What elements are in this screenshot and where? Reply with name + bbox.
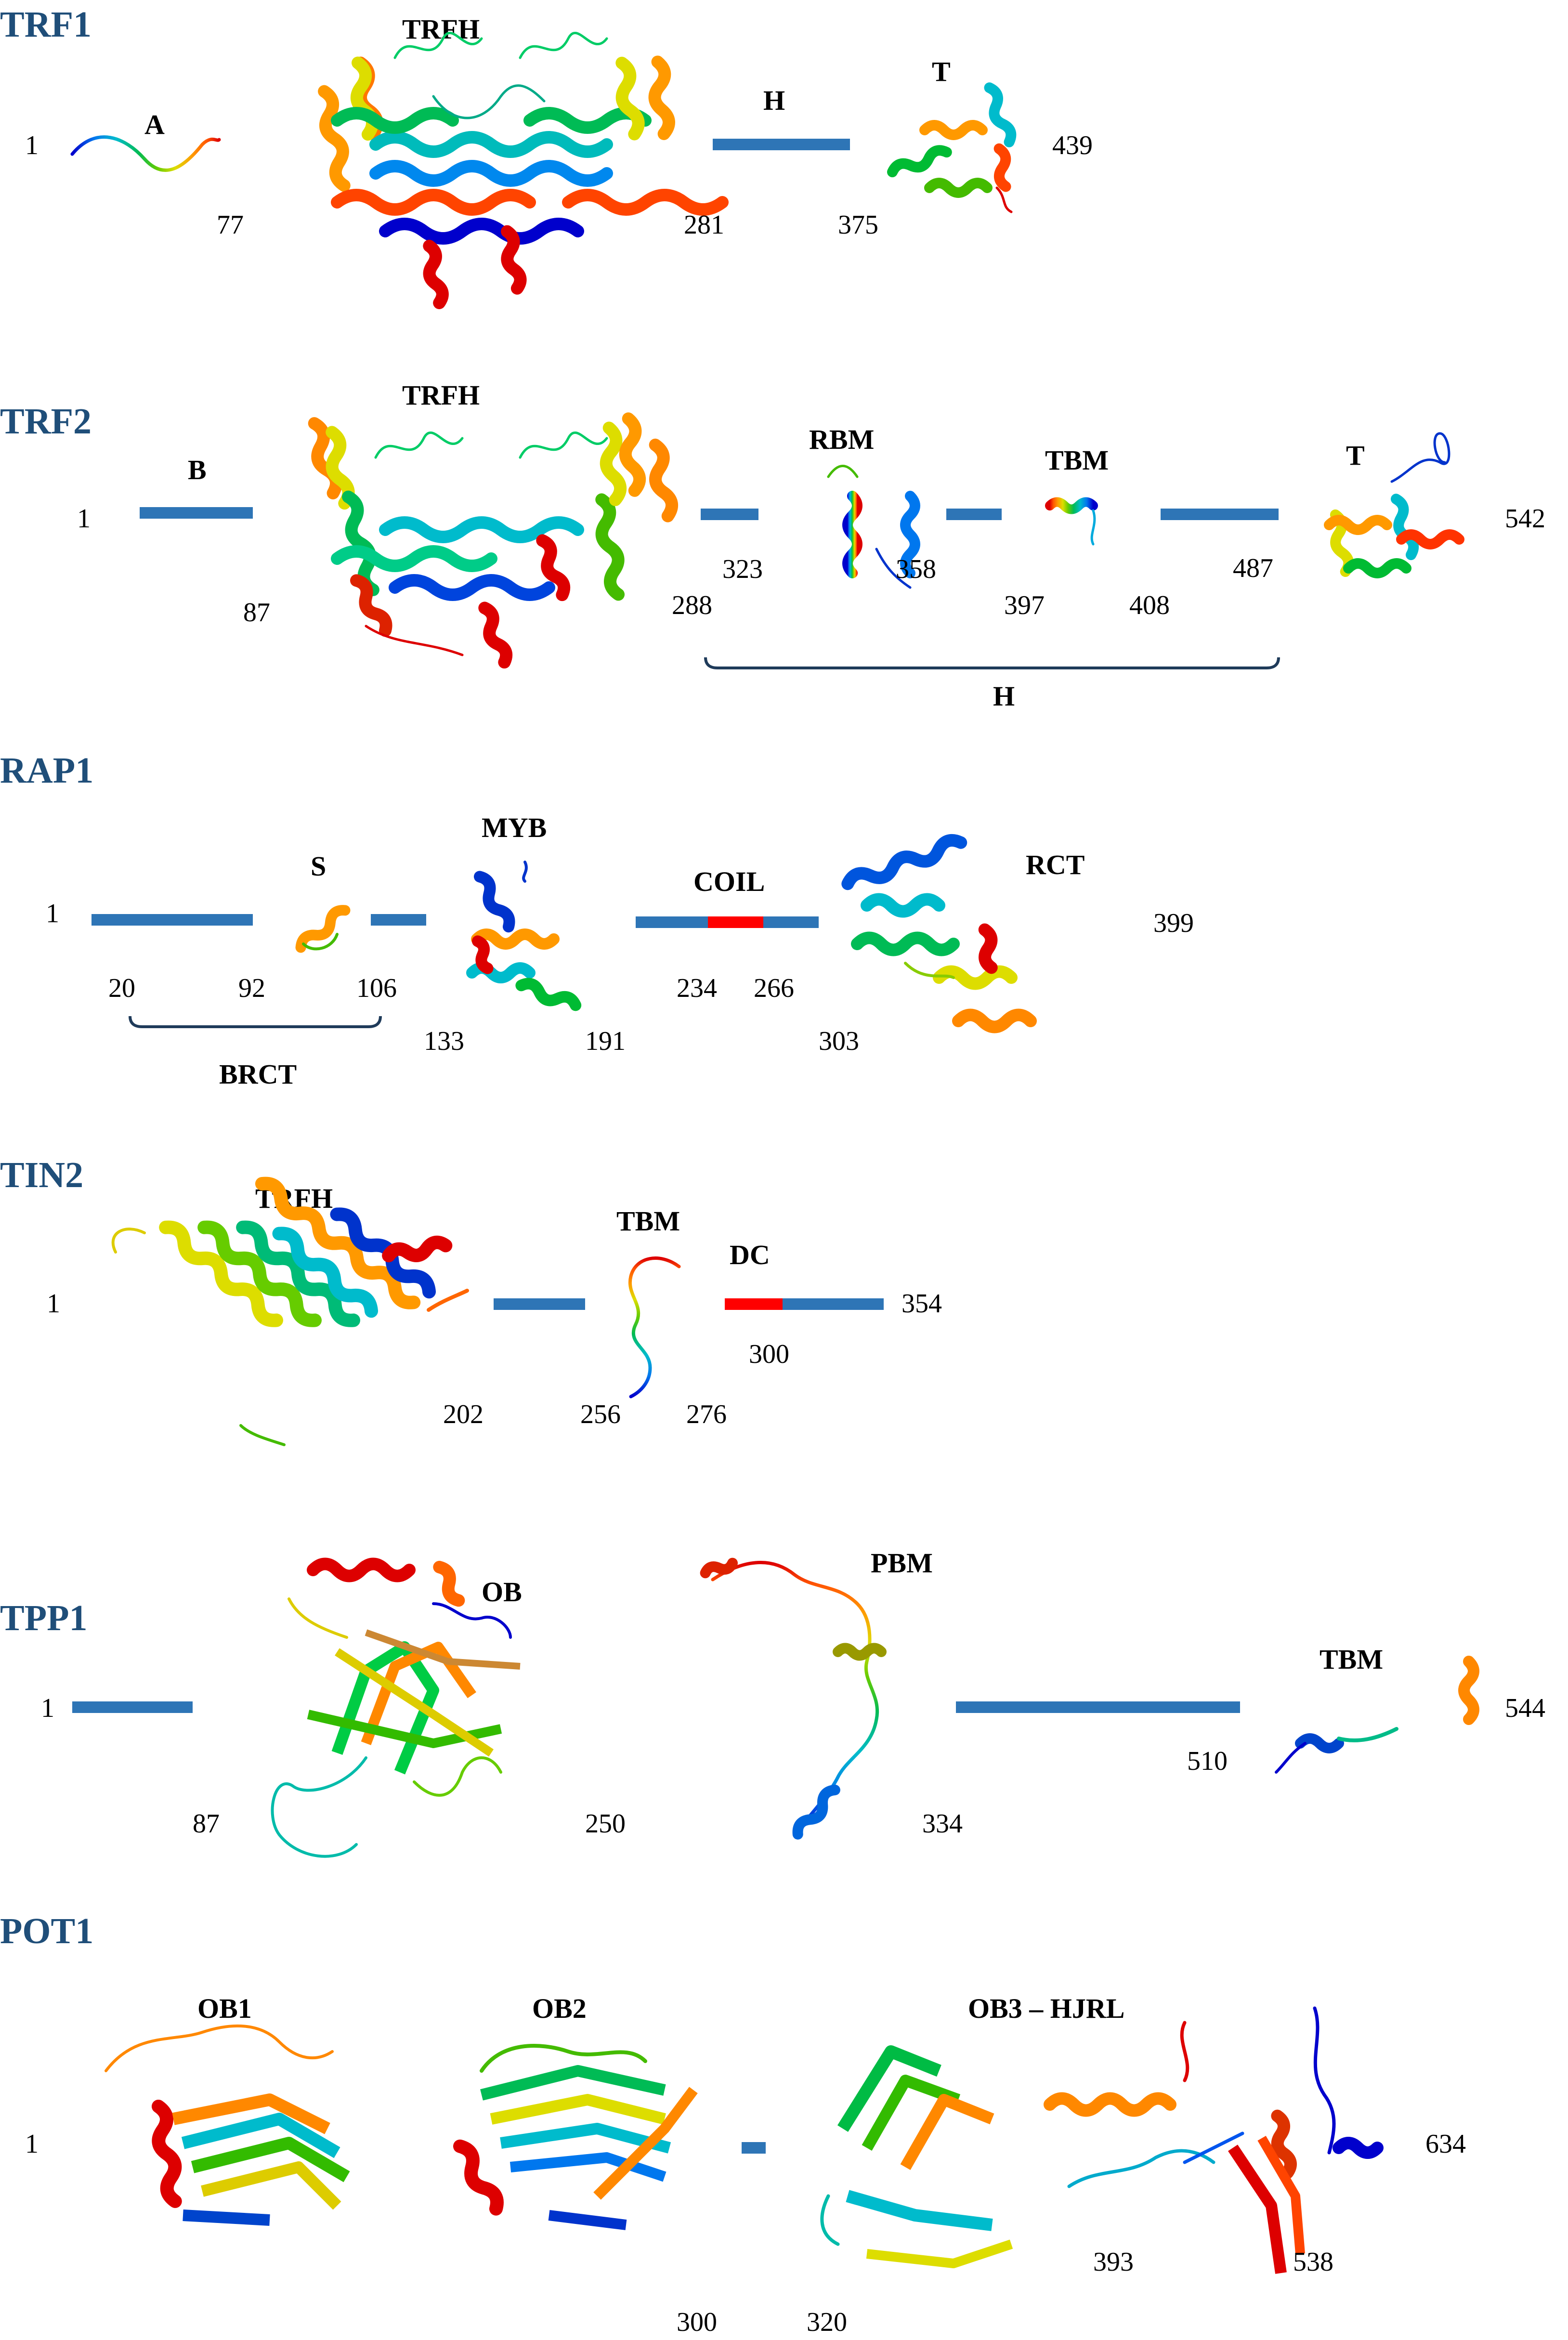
pot1-pos-300: 300 xyxy=(677,2307,717,2337)
trf2-label: TRF2 xyxy=(0,401,91,442)
trf1-domain-h-label: H xyxy=(763,85,785,116)
tpp1-ob-structure xyxy=(271,1557,521,1858)
tin2-domain-tbm-label: TBM xyxy=(616,1205,680,1237)
rap1-pos-303: 303 xyxy=(819,1026,859,1056)
rap1-myb-structure xyxy=(466,861,582,1011)
pot1-pos-end: 634 xyxy=(1425,2129,1466,2159)
tin2-pos-300: 300 xyxy=(749,1339,789,1369)
rap1-domain-s-label: S xyxy=(311,850,326,882)
pot1-pos-320: 320 xyxy=(807,2307,847,2337)
tin2-pos-202: 202 xyxy=(443,1399,483,1429)
pot1-pos-538: 538 xyxy=(1293,2247,1333,2277)
trf2-trfh-structure xyxy=(308,412,679,669)
trf2-pos-288: 288 xyxy=(672,590,712,620)
trf2-pos-397: 397 xyxy=(1004,590,1045,620)
trf1-row: TRF1 1 A 77 TRFH xyxy=(0,4,1093,309)
trf1-domain-a-label: A xyxy=(144,109,165,140)
trf1-trfh-structure xyxy=(318,32,729,309)
trf2-domain-rbm-label: RBM xyxy=(809,424,874,455)
trf2-pos-408: 408 xyxy=(1129,590,1170,620)
tpp1-domain-tbm-label: TBM xyxy=(1320,1644,1383,1675)
rap1-pos-266: 266 xyxy=(754,973,794,1003)
tpp1-pos-end: 544 xyxy=(1505,1693,1545,1723)
rap1-pos-92: 92 xyxy=(238,973,265,1003)
trf2-row: TRF2 1 B 87 TRFH xyxy=(0,379,1545,712)
rap1-label: RAP1 xyxy=(0,750,93,791)
pot1-ob1-structure xyxy=(105,2024,350,2226)
pot1-pos-start: 1 xyxy=(25,2129,39,2159)
tin2-label: TIN2 xyxy=(0,1155,83,1195)
pot1-domain-ob2-label: OB2 xyxy=(532,1993,587,2024)
tin2-pos-end: 354 xyxy=(902,1289,942,1319)
trf2-pos-87: 87 xyxy=(243,598,270,627)
tin2-pos-256: 256 xyxy=(580,1399,621,1429)
rap1-domain-rct-label: RCT xyxy=(1026,849,1085,880)
trf1-pos-end: 439 xyxy=(1052,131,1093,160)
rap1-domain-brct-label: BRCT xyxy=(219,1059,297,1090)
trf1-domain-trfh-label: TRFH xyxy=(402,13,480,45)
tpp1-label: TPP1 xyxy=(0,1598,88,1638)
pot1-ob3-hjrl-structure xyxy=(820,2006,1384,2274)
trf2-pos-323: 323 xyxy=(722,554,763,584)
rap1-pos-20: 20 xyxy=(108,973,135,1003)
trf2-rbm-structure xyxy=(827,465,920,589)
rap1-pos-106: 106 xyxy=(356,973,397,1003)
trf1-domain-a-structure xyxy=(70,135,221,172)
rap1-rct-structure xyxy=(841,834,1037,1033)
rap1-domain-coil-label: COIL xyxy=(693,866,765,897)
tpp1-row: TPP1 1 87 OB 250 PBM xyxy=(0,1547,1545,1858)
trf2-domain-h-label: H xyxy=(993,680,1015,712)
trf1-label: TRF1 xyxy=(0,4,91,45)
trf2-pos-start: 1 xyxy=(77,504,91,534)
trf1-t-structure xyxy=(887,82,1017,213)
rap1-pos-start: 1 xyxy=(46,899,59,928)
tpp1-pos-510: 510 xyxy=(1187,1746,1228,1776)
trf2-h-bracket xyxy=(704,657,1280,669)
trf2-pos-end: 542 xyxy=(1505,504,1545,534)
tpp1-domain-ob-label: OB xyxy=(482,1576,522,1608)
trf1-pos-281: 281 xyxy=(684,210,724,240)
rap1-row: RAP1 1 S 20 92 106 BRCT MYB 133 191 COIL… xyxy=(0,750,1194,1090)
trf1-pos-start: 1 xyxy=(25,131,39,160)
tin2-trfh-structure xyxy=(111,1177,469,1446)
tin2-row: TIN2 1 TRFH 202 TBM 256 276 DC 354 300 xyxy=(0,1155,942,1446)
tpp1-pbm-structure xyxy=(700,1557,887,1840)
tpp1-pos-334: 334 xyxy=(922,1809,963,1839)
rap1-pos-133: 133 xyxy=(424,1026,464,1056)
trf1-pos-77: 77 xyxy=(217,210,244,240)
tin2-tbm-structure xyxy=(628,1256,681,1399)
trf2-domain-tbm-label: TBM xyxy=(1045,444,1109,476)
tpp1-pos-87: 87 xyxy=(193,1809,220,1839)
rap1-pos-end: 399 xyxy=(1153,908,1194,938)
pot1-ob2-structure xyxy=(453,2044,698,2230)
trf2-domain-b-label: B xyxy=(188,454,207,485)
trf2-domain-trfh-label: TRFH xyxy=(402,379,480,411)
tpp1-domain-pbm-label: PBM xyxy=(871,1547,933,1579)
pot1-domain-ob3-hjrl-label: OB3 – HJRL xyxy=(968,1993,1125,2024)
tpp1-tbm-structure xyxy=(1275,1656,1479,1774)
tpp1-pos-start: 1 xyxy=(41,1693,54,1723)
trf2-pos-358: 358 xyxy=(896,554,936,584)
pot1-label: POT1 xyxy=(0,1911,93,1951)
trf1-domain-t-label: T xyxy=(932,56,951,87)
rap1-brct-bracket xyxy=(129,1016,382,1028)
pot1-domain-ob1-label: OB1 xyxy=(197,1993,252,2024)
tin2-pos-start: 1 xyxy=(47,1289,60,1319)
trf2-t-structure xyxy=(1324,432,1464,578)
rap1-s-structure xyxy=(295,905,351,953)
tpp1-pos-250: 250 xyxy=(585,1809,626,1839)
rap1-domain-myb-label: MYB xyxy=(482,812,547,843)
rap1-pos-234: 234 xyxy=(677,973,717,1003)
tin2-domain-dc-label: DC xyxy=(730,1239,770,1270)
rap1-pos-191: 191 xyxy=(585,1026,626,1056)
tin2-pos-276: 276 xyxy=(686,1399,727,1429)
trf2-pos-487: 487 xyxy=(1233,553,1273,583)
pot1-row: POT1 1 OB1 OB2 xyxy=(0,1911,1466,2337)
pot1-pos-393: 393 xyxy=(1093,2247,1134,2277)
trf2-tbm-structure xyxy=(1045,497,1098,546)
trf1-pos-375: 375 xyxy=(838,210,878,240)
trf2-domain-t-label: T xyxy=(1346,440,1365,471)
